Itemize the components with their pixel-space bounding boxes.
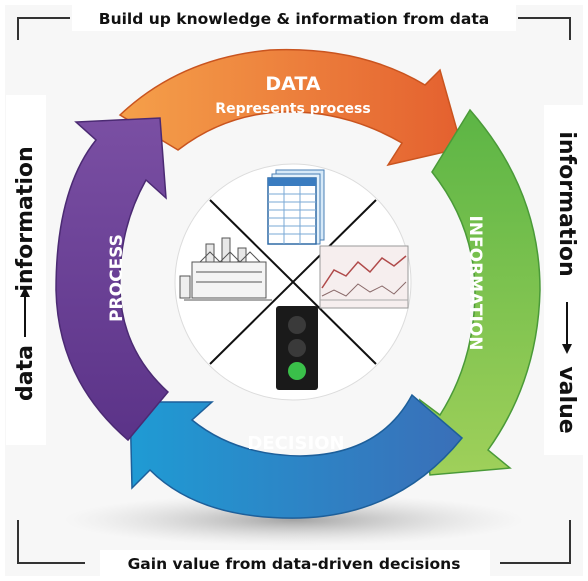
frame-corner-br — [500, 520, 571, 564]
right-axis-bg — [544, 105, 584, 455]
left-axis: data information — [13, 146, 38, 401]
left-axis-arrowhead — [20, 287, 30, 297]
left-axis-bg — [6, 95, 46, 445]
ground-shadow — [64, 494, 524, 546]
data-table-icon — [267, 169, 325, 245]
frame-corner-tr — [518, 17, 571, 40]
process-arrow — [55, 117, 170, 442]
data-subtitle: Represents process — [215, 101, 370, 117]
right-axis-arrowhead — [562, 344, 572, 354]
data-arrow — [118, 48, 463, 167]
center-divider-b — [209, 199, 377, 365]
left-axis-from: data — [13, 345, 38, 401]
information-title: INFORMATION — [465, 215, 485, 350]
decision-arrow — [129, 393, 464, 519]
left-axis-to: information — [13, 146, 38, 291]
traffic-light-icon — [276, 306, 318, 390]
frame-corner-tl — [17, 17, 70, 40]
data-title: DATA — [265, 73, 320, 95]
decision-title: DECISION — [247, 433, 344, 454]
right-axis-from: information — [554, 131, 579, 276]
frame-corner-bl — [17, 520, 85, 564]
process-title: PROCESS — [107, 234, 127, 322]
bottom-caption: Gain value from data-driven decisions — [128, 555, 461, 573]
bottom-caption-bg — [100, 550, 490, 576]
top-caption: Build up knowledge & information from da… — [99, 10, 489, 28]
top-caption-bg — [72, 5, 516, 31]
trend-chart-icon — [319, 245, 409, 309]
right-axis-to: value — [554, 366, 579, 433]
factory-icon — [179, 237, 272, 301]
right-axis: information value — [554, 131, 579, 433]
information-arrow — [419, 108, 541, 476]
